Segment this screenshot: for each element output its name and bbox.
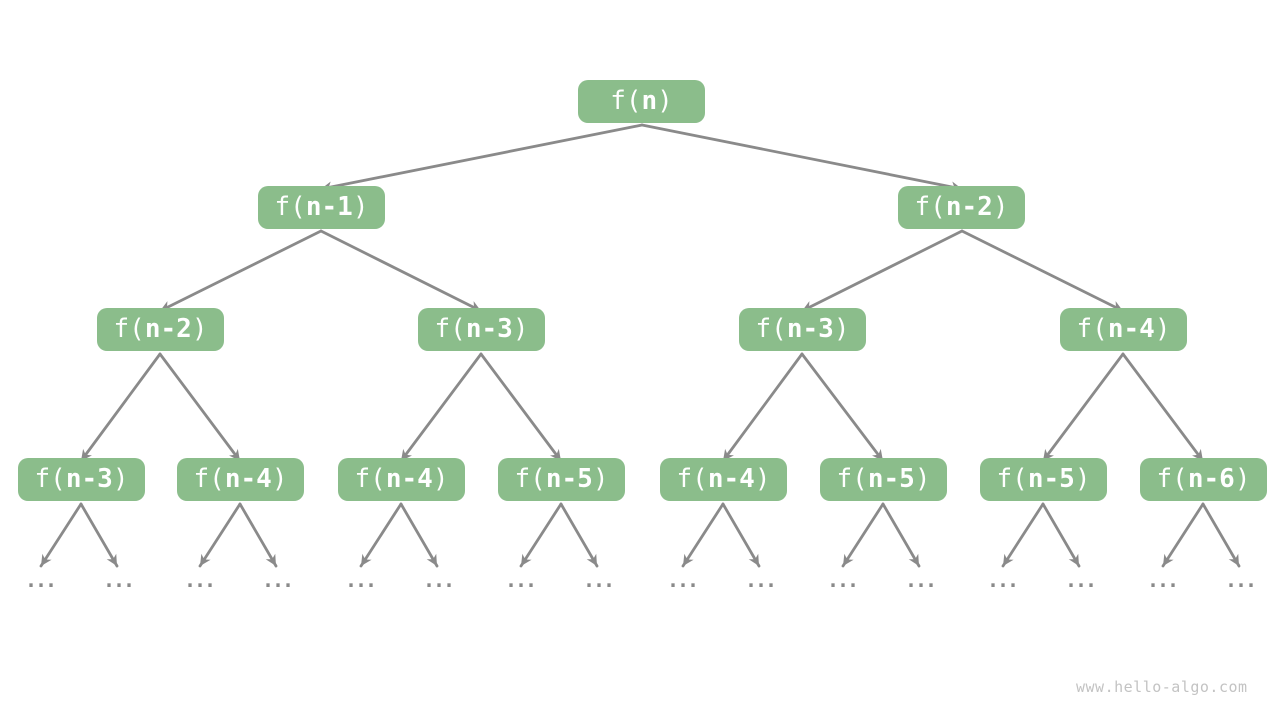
node-arg: n-5 xyxy=(867,464,915,494)
node-label: f( xyxy=(34,464,66,494)
node-arg: n-1 xyxy=(305,192,353,222)
ellipsis-leaf: ... xyxy=(1146,568,1179,592)
node-label: f( xyxy=(274,192,306,222)
node-label: f( xyxy=(193,464,225,494)
ellipsis-leaf: ... xyxy=(666,568,699,592)
node-label: ) xyxy=(1234,464,1251,494)
node-label: ) xyxy=(1074,464,1091,494)
node-arg: n-5 xyxy=(1027,464,1075,494)
node-arg: n-5 xyxy=(545,464,593,494)
node-arg: n-4 xyxy=(707,464,755,494)
node-label: f( xyxy=(1156,464,1188,494)
tree-node: f(n-5) xyxy=(820,458,947,501)
node-label: ) xyxy=(754,464,771,494)
tree-node: f(n-1) xyxy=(258,186,385,229)
node-label: f( xyxy=(354,464,386,494)
tree-node: f(n-4) xyxy=(177,458,304,501)
ellipsis-leaf: ... xyxy=(904,568,937,592)
ellipsis-leaf: ... xyxy=(986,568,1019,592)
node-arg: n-2 xyxy=(945,192,993,222)
tree-node: f(n-2) xyxy=(97,308,224,351)
tree-node-root: f(n) xyxy=(578,80,705,123)
ellipsis-leaf: ... xyxy=(504,568,537,592)
ellipsis-leaf: ... xyxy=(422,568,455,592)
node-label: f( xyxy=(755,314,787,344)
node-label: ) xyxy=(112,464,129,494)
node-label: ) xyxy=(432,464,449,494)
node-label: ) xyxy=(657,86,673,116)
node-label: f( xyxy=(113,314,145,344)
tree-node: f(n-5) xyxy=(980,458,1107,501)
tree-node: f(n-4) xyxy=(338,458,465,501)
ellipsis-leaf: ... xyxy=(826,568,859,592)
node-label: f( xyxy=(996,464,1028,494)
node-arg: n-4 xyxy=(1107,314,1155,344)
node-arg: n-2 xyxy=(144,314,192,344)
node-label: ) xyxy=(833,314,850,344)
ellipsis-leaf: ... xyxy=(344,568,377,592)
ellipsis-leaf: ... xyxy=(582,568,615,592)
tree-node: f(n-5) xyxy=(498,458,625,501)
node-arg: n-6 xyxy=(1187,464,1235,494)
tree-node: f(n-6) xyxy=(1140,458,1267,501)
ellipsis-leaf: ... xyxy=(744,568,777,592)
node-label: ) xyxy=(512,314,529,344)
ellipsis-leaf: ... xyxy=(24,568,57,592)
node-label: f( xyxy=(514,464,546,494)
tree-node: f(n-2) xyxy=(898,186,1025,229)
node-arg: n-3 xyxy=(65,464,113,494)
node-label: ) xyxy=(992,192,1009,222)
node-label: ) xyxy=(271,464,288,494)
node-label: ) xyxy=(352,192,369,222)
tree-node: f(n-3) xyxy=(418,308,545,351)
node-label: f( xyxy=(610,86,642,116)
node-label: f( xyxy=(1076,314,1108,344)
tree-node: f(n-3) xyxy=(739,308,866,351)
node-arg: n-3 xyxy=(786,314,834,344)
node-arg: n xyxy=(641,86,658,116)
node-label: f( xyxy=(676,464,708,494)
ellipsis-leaf: ... xyxy=(102,568,135,592)
ellipsis-leaf: ... xyxy=(183,568,216,592)
watermark: www.hello-algo.com xyxy=(1076,678,1248,696)
node-label: ) xyxy=(914,464,931,494)
node-arg: n-3 xyxy=(465,314,513,344)
node-label: ) xyxy=(592,464,609,494)
node-label: f( xyxy=(434,314,466,344)
ellipsis-leaf: ... xyxy=(261,568,294,592)
ellipsis-leaf: ... xyxy=(1064,568,1097,592)
tree-node: f(n-4) xyxy=(1060,308,1187,351)
ellipsis-leaf: ... xyxy=(1224,568,1257,592)
node-arg: n-4 xyxy=(224,464,272,494)
node-label: ) xyxy=(191,314,208,344)
node-label: f( xyxy=(914,192,946,222)
node-arg: n-4 xyxy=(385,464,433,494)
tree-node: f(n-3) xyxy=(18,458,145,501)
node-label: ) xyxy=(1154,314,1171,344)
tree-node: f(n-4) xyxy=(660,458,787,501)
node-label: f( xyxy=(836,464,868,494)
